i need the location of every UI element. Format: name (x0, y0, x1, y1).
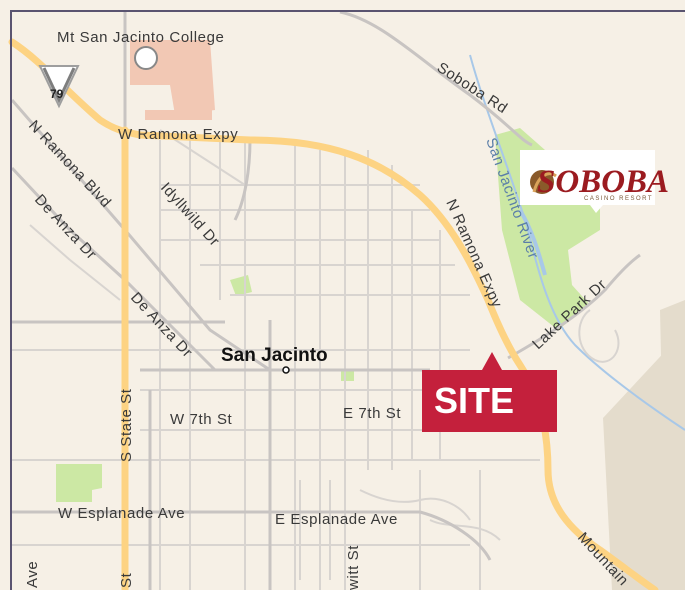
label-partial-st: St (118, 572, 135, 588)
label-partial-witt-st: witt St (345, 545, 362, 590)
label-e-esplanade-ave: E Esplanade Ave (275, 511, 398, 528)
label-city-san-jacinto: San Jacinto (221, 345, 328, 366)
site-marker[interactable]: SITE (422, 352, 557, 432)
site-marker-label: SITE (434, 380, 514, 421)
city-center-dot (282, 366, 290, 374)
label-w-7th-st: W 7th St (170, 411, 233, 428)
label-w-esplanade-ave: W Esplanade Ave (58, 505, 185, 522)
highways (8, 38, 659, 590)
san-jacinto-river (469, 54, 685, 431)
college-marker (134, 46, 158, 70)
soboba-logo-name: SOBOBA (537, 164, 669, 200)
park-green-2 (230, 275, 252, 296)
highway-79-number: 79 (50, 87, 64, 101)
label-s-state-st: S State St (118, 388, 135, 462)
label-partial-ave: Ave (24, 561, 41, 588)
map-frame (10, 10, 685, 590)
terrain-area-2 (660, 300, 685, 420)
label-college: Mt San Jacinto College (57, 29, 224, 46)
major-streets (10, 10, 641, 590)
soboba-logo: SOBOBA CASINO RESORT (520, 150, 669, 213)
label-e-7th-st: E 7th St (343, 405, 401, 422)
street-grid (12, 129, 620, 590)
park-green-1 (56, 464, 102, 502)
campus-building (145, 110, 212, 120)
highway-79-shield: 79 (38, 65, 80, 109)
label-w-ramona-expy: W Ramona Expy (118, 126, 238, 143)
soboba-logo-subtitle: CASINO RESORT (584, 196, 653, 202)
river-branch (518, 208, 547, 276)
